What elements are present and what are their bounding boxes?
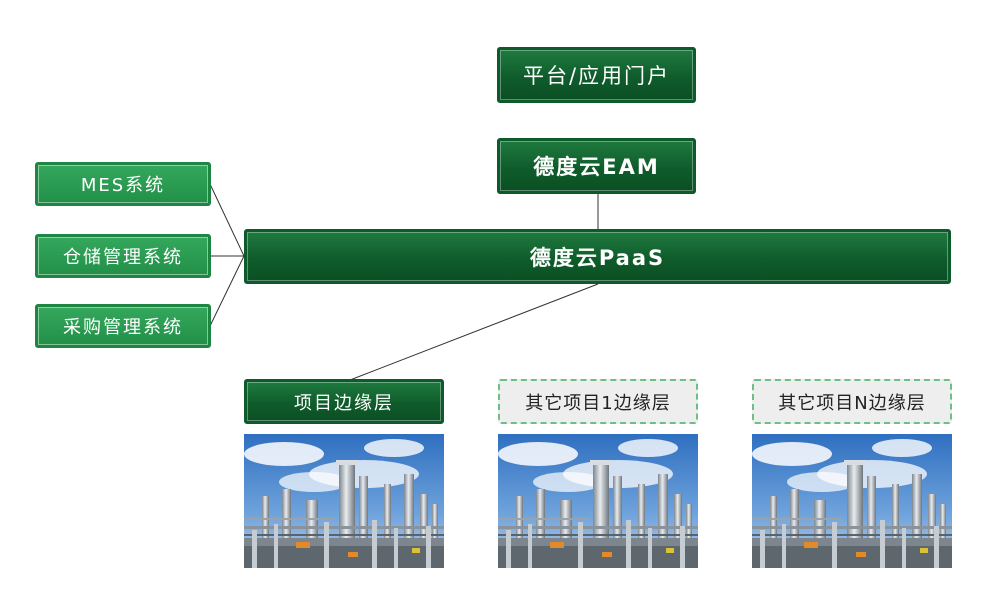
paas-box: 德度云PaaS (244, 229, 951, 284)
refinery-photo (244, 434, 444, 568)
eam-box: 德度云EAM (497, 138, 696, 194)
connector-paas-edge (349, 283, 599, 381)
purchase-system-label: 采购管理系统 (63, 317, 183, 338)
other-edge-layer-1-box: 其它项目1边缘层 (498, 379, 698, 424)
warehouse-system-box: 仓储管理系统 (35, 234, 211, 278)
edge-layer-box: 项目边缘层 (244, 379, 444, 424)
portal-box: 平台/应用门户 (497, 47, 696, 103)
connector-purchase-paas (209, 255, 245, 327)
mes-system-box: MES系统 (35, 162, 211, 206)
refinery-photo (498, 434, 698, 568)
mes-system-label: MES系统 (80, 175, 166, 196)
purchase-system-box: 采购管理系统 (35, 304, 211, 348)
other-edge-layer-1-label: 其它项目1边缘层 (525, 392, 671, 414)
other-edge-layer-n-box: 其它项目N边缘层 (752, 379, 952, 424)
paas-label: 德度云PaaS (529, 245, 666, 270)
refinery-photo (752, 434, 952, 568)
connector-mes-paas (209, 183, 245, 257)
portal-label: 平台/应用门户 (522, 64, 671, 88)
eam-label: 德度云EAM (533, 155, 660, 179)
warehouse-system-label: 仓储管理系统 (63, 247, 183, 268)
edge-layer-label: 项目边缘层 (294, 392, 394, 414)
other-edge-layer-n-label: 其它项目N边缘层 (778, 392, 926, 414)
